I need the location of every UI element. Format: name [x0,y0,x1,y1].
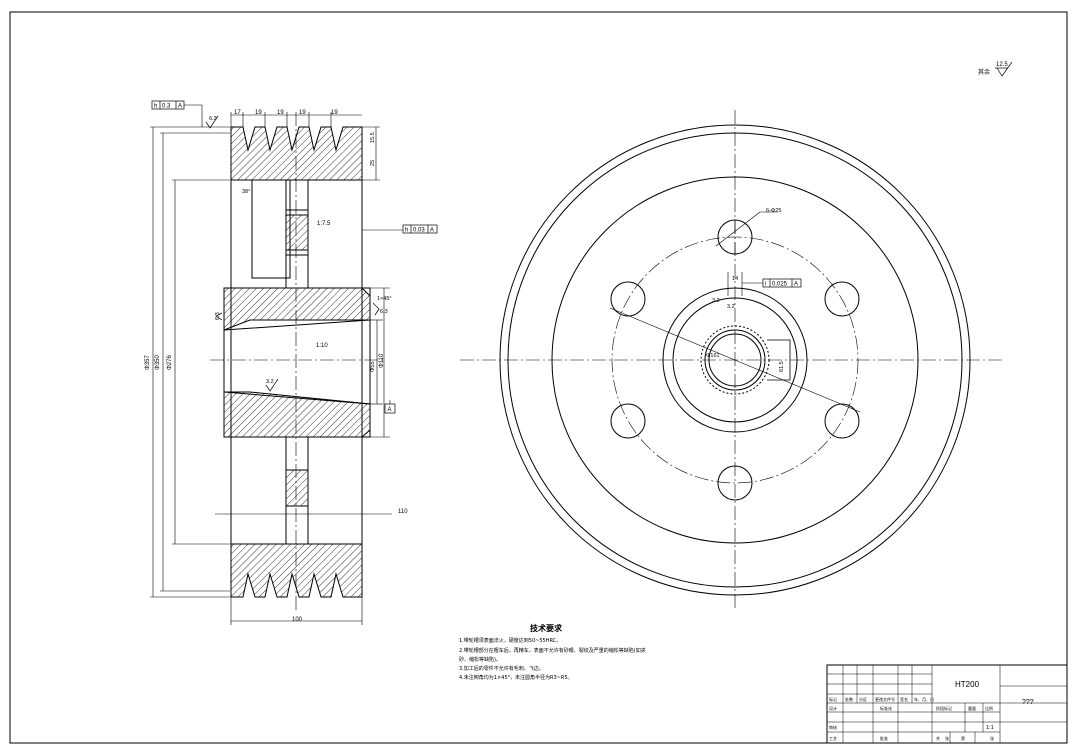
tb-r1: 审核 [829,724,837,730]
roughness-63-left: 6.3 [215,312,221,320]
roughness-32-key: 3.2 [727,304,735,310]
fcf-right-datum: A [794,282,798,288]
dim-pitch-3: 19 [299,110,306,116]
tech-item-1: 2.带轮槽部分在粗车后，再精车，表面不允许有砂眼、裂纹及严重的缩松等缺陷(如夹 [459,647,646,654]
fcf-top-sym: h [154,104,157,110]
tech-item-0: 1.带轮槽须表面淬火，硬度达到50~55HRC。 [459,637,561,644]
dim-d110: Φ110 [379,353,385,368]
dim-pcd: Φ161 [706,353,720,359]
roughness-63-top: 6.3 [209,116,217,122]
tb-h0: 标记 [829,696,837,702]
fcf-right: i 0.025 A [762,278,802,288]
tb-h1: 处数 [845,696,853,702]
fcf-mid-val: 0.03 [413,228,425,234]
title-block-text: HT200 ??? 1:1 标记 处数 分区 更改文件号 签名 年、月、日 设计… [829,680,1034,741]
dim-pitch-1: 19 [255,110,262,116]
dim-pitch-0: 17 [234,110,241,116]
dim-angle: 38° [242,189,250,195]
tb-h4: 签名 [900,696,908,702]
tb-h5: 年、月、日 [914,696,934,702]
front-dimensions [609,211,861,413]
fcf-right-val: 0.025 [772,282,788,288]
tb-sheet2: 张 [990,735,994,741]
roughness-63-right: 6.3 [380,309,388,315]
datum-a-label: A [388,407,392,413]
dim-keyway-width: 14 [732,276,738,282]
dim-w110: 110 [398,509,408,515]
dim-pitch-2: 19 [277,110,284,116]
material: HT200 [955,680,980,689]
roughness-symbols [205,115,380,392]
front-labels: 6-Φ25 Φ161 61.5 14 3.2 3.2 [706,208,785,372]
dim-d55: Φ55 [370,361,376,372]
section-labels: Φ357 Φ350 Φ276 Φ110 Φ55 100 110 17 19 19… [145,110,408,623]
tb-h3: 更改文件号 [875,696,895,702]
tb-approve: 批准 [880,735,888,741]
dim-groove-depth: 15.5 [370,132,376,143]
sheet-border [9,11,1068,744]
chamfer: 1×45° [377,296,392,302]
scale: 1:1 [986,725,994,731]
tb-h2: 分区 [859,696,867,702]
fcf-top-val: 0.3 [162,104,171,110]
dim-w100: 100 [292,617,303,623]
dim-pitch-4: 19 [331,110,338,116]
tb-r2: 工艺 [829,736,837,741]
tb-sheet: 张 [945,735,949,741]
dim-d276: Φ276 [167,355,173,370]
section-dimensions [150,112,404,625]
tb-sheets: 共 [936,735,940,741]
fcf-top-datum: A [178,104,182,110]
dim-rim: 25 [370,160,376,166]
tb-std: 标准化 [880,705,892,711]
fcf-mid-sym: h [405,228,408,234]
tb-of: 第 [961,735,965,741]
roughness-125: 12.5 [996,62,1008,68]
dim-holes: 6-Φ25 [766,208,781,214]
front-centerlines [460,110,1005,610]
tech-title: 技术要求 [530,623,563,633]
fcf-mid-datum: A [430,228,434,234]
dim-d357: Φ357 [145,355,151,370]
dim-keyway: 61.5 [779,361,785,372]
fcf-top: h 0.3 A [151,100,203,127]
taper-web: 1:7.5 [317,221,331,227]
roughness-note: 其余 12.5 [978,61,1013,77]
tech-item-3: 3.加工后的零件不允许有毛刺、飞边。 [459,665,544,672]
tb-ratio: 比例 [985,705,993,711]
tech-requirements: 技术要求 1.带轮槽须表面淬火，硬度达到50~55HRC。 2.带轮槽部分在粗车… [459,623,646,681]
section-view [223,126,371,598]
tb-stage: 阶段标记 [936,705,952,711]
fcf-mid: h 0.03 A [402,224,438,234]
roughness-32-key2: 3.2 [712,298,720,304]
roughness-other-label: 其余 [978,68,990,76]
fcf-right-sym: i [765,282,766,288]
tech-item-2: 砂、缩松等缺陷)。 [459,656,501,663]
part-name: ??? [1022,699,1034,706]
tech-item-4: 4.未注倒角均为1×45°，未注圆角半径为R3~R5。 [459,674,573,681]
tb-r0: 设计 [829,705,837,711]
title-block [826,664,1068,744]
dim-d350: Φ350 [155,355,161,370]
taper-bore: 1:10 [316,343,328,349]
roughness-32-bore: 3.2 [266,379,274,385]
tb-weight: 重量 [968,705,976,711]
datum-a: A [384,403,396,414]
section-centerlines [210,112,385,610]
